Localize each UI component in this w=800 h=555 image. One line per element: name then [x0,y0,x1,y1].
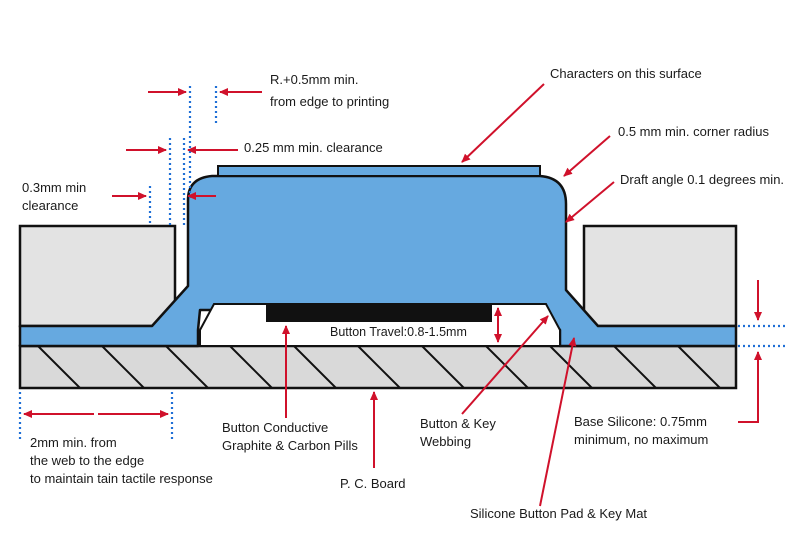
label-base-1: Base Silicone: 0.75mm [574,414,707,429]
arrow-draft-angle [565,181,615,223]
pc-board [18,344,738,390]
label-keymat: Silicone Button Pad & Key Mat [470,506,647,521]
housing-block-right [582,224,738,328]
label-r-margin-1: R.+0.5mm min. [270,72,359,87]
arrow-characters [461,83,545,163]
label-pcb: P. C. Board [340,476,406,491]
arrow-base-bottom [738,351,762,423]
label-conductive-1: Button Conductive [222,420,328,435]
character-surface [217,165,541,177]
label-r-margin-2: from edge to printing [270,94,389,109]
label-characters: Characters on this surface [550,66,702,81]
label-web-edge-2: the web to the edge [30,453,144,468]
label-webbing-2: Webbing [420,434,471,449]
label-base-2: minimum, no maximum [574,432,708,447]
label-web-edge-1: 2mm min. from [30,435,117,450]
housing-block-left [18,224,177,328]
label-clearance-03-2: clearance [22,198,78,213]
label-corner-radius: 0.5 mm min. corner radius [618,124,769,139]
arrow-webbing [461,315,549,415]
carbon-pill [266,304,492,322]
label-clearance-03-1: 0.3mm min [22,180,86,195]
label-draft-angle: Draft angle 0.1 degrees min. [620,172,784,187]
label-clearance-025: 0.25 mm min. clearance [244,140,383,155]
label-webbing-1: Button & Key [420,416,496,431]
label-web-edge-3: to maintain tain tactile response [30,471,213,486]
label-travel: Button Travel:0.8-1.5mm [330,325,467,339]
label-conductive-2: Graphite & Carbon Pills [222,438,358,453]
arrow-corner-radius [563,135,611,177]
arrow-keymat [539,337,577,507]
